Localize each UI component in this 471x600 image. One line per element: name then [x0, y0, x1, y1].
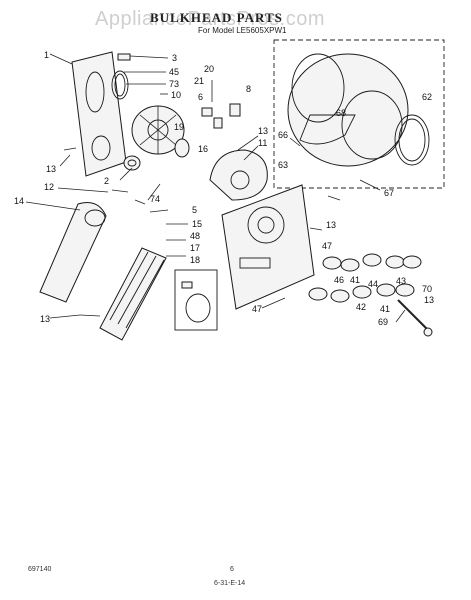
rear-bulkhead — [221, 184, 315, 310]
callout-3: 3 — [172, 53, 177, 63]
callout-68: 68 — [336, 108, 346, 118]
callout-43: 43 — [396, 276, 406, 286]
callout-15: 15 — [192, 219, 202, 229]
callout-48: 48 — [190, 231, 200, 241]
callout-73: 73 — [169, 79, 179, 89]
callout-6: 6 — [198, 92, 203, 102]
callout-44: 44 — [368, 279, 378, 289]
callout-47-top: 47 — [322, 241, 332, 251]
callout-21: 21 — [194, 76, 204, 86]
callout-2: 2 — [104, 176, 109, 186]
callout-41-bottom: 41 — [380, 304, 390, 314]
callout-18: 18 — [190, 255, 200, 265]
footer-page-number: 6 — [230, 566, 234, 573]
screws — [63, 137, 341, 317]
callout-41-top: 41 — [350, 275, 360, 285]
callout-67: 67 — [384, 188, 394, 198]
callout-19: 19 — [174, 122, 184, 132]
callout-13-upper-right: 13 — [326, 220, 336, 230]
callout-5: 5 — [192, 205, 197, 215]
callout-66: 66 — [278, 130, 288, 140]
blower-hub — [174, 138, 190, 158]
small-hardware — [201, 80, 241, 129]
callout-63: 63 — [278, 160, 288, 170]
drum — [287, 53, 409, 167]
clip-3 — [117, 53, 131, 61]
callout-46: 46 — [334, 275, 344, 285]
harness-inset-box — [174, 269, 218, 331]
diagram-subtitle: For Model LE5605XPW1 — [198, 26, 287, 35]
lint-screen — [39, 202, 107, 303]
callout-42: 42 — [356, 302, 366, 312]
callout-1: 1 — [44, 50, 49, 60]
callout-45: 45 — [169, 67, 179, 77]
callout-74: 74 — [150, 194, 160, 204]
roller-assemblies — [308, 253, 422, 303]
footer-left-code: 697140 — [28, 566, 52, 573]
callout-20: 20 — [204, 64, 214, 74]
drum-group-box — [273, 39, 445, 189]
callout-17: 17 — [190, 243, 200, 253]
idler-arm — [397, 299, 433, 337]
callout-13-right: 13 — [424, 295, 434, 305]
callout-47-bottom: 47 — [252, 304, 262, 314]
callout-13: 13 — [258, 126, 268, 136]
front-bulkhead-panel — [71, 51, 127, 177]
drum-seal-ring — [394, 114, 430, 166]
callout-13-left: 13 — [46, 164, 56, 174]
callout-16: 16 — [198, 144, 208, 154]
leader-lines — [25, 53, 406, 323]
callout-8: 8 — [246, 84, 251, 94]
callout-12: 12 — [44, 182, 54, 192]
door-seal — [111, 70, 129, 100]
diagram-title: BULKHEAD PARTS — [150, 10, 283, 25]
callout-10: 10 — [171, 90, 181, 100]
callout-69: 69 — [378, 317, 388, 327]
footer-date-code: 6-31-E-14 — [214, 580, 246, 587]
blower-wheel — [131, 105, 185, 155]
watermark: AppliancePartsPros.com — [95, 8, 325, 30]
harness-coil — [181, 281, 211, 323]
callout-11: 11 — [258, 138, 267, 148]
bearing-2 — [123, 155, 141, 171]
callout-labels: 1 3 45 73 20 21 10 6 8 19 16 13 11 66 68… — [14, 50, 434, 327]
blower-housing — [209, 149, 268, 201]
callout-13-bottom: 13 — [40, 314, 50, 324]
heater-element — [99, 247, 167, 341]
callout-14: 14 — [14, 196, 24, 206]
callout-70: 70 — [422, 284, 432, 294]
callout-62: 62 — [422, 92, 432, 102]
